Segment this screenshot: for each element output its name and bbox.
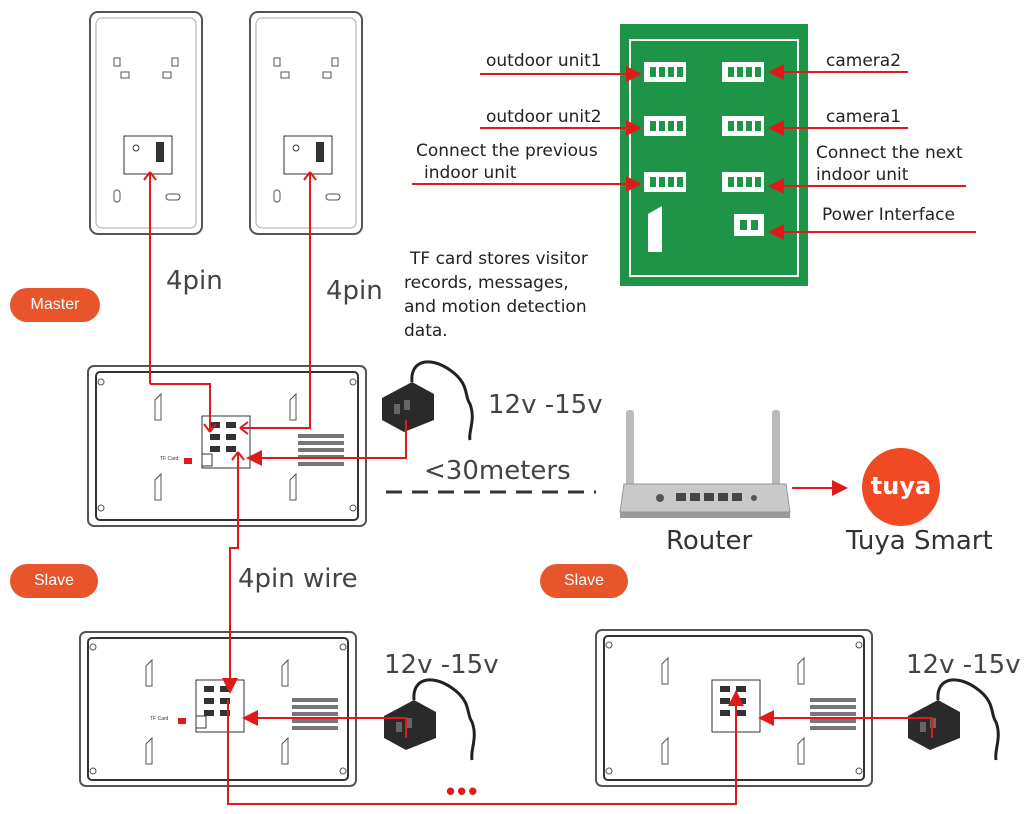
more-units-indicator: ••• (446, 776, 480, 806)
outdoor-unit-2 (249, 11, 363, 235)
power-adapter-slave-1 (384, 678, 476, 761)
tf-card-label-slave: TF Card (150, 716, 169, 722)
label-next-indoor-2: indoor unit (816, 165, 909, 185)
power-label-slave-2: 12v -15v (906, 650, 1021, 680)
label-camera-2: camera2 (826, 51, 902, 71)
power-adapter-slave-2 (908, 678, 1000, 761)
tf-note-line-3: and motion detection (404, 297, 587, 317)
interface-board (620, 24, 808, 286)
tf-note-line-2: records, messages, (404, 273, 569, 293)
power-label-master: 12v -15v (488, 390, 603, 420)
router-label: Router (666, 526, 753, 556)
tuya-label: Tuya Smart (846, 526, 993, 556)
wire-label-left: 4pin (166, 266, 223, 296)
power-adapter-master (382, 360, 474, 441)
label-camera-1: camera1 (826, 107, 902, 127)
tuya-logo: tuya (862, 448, 940, 526)
slave-badge-2: Slave (540, 564, 628, 598)
power-label-slave-1: 12v -15v (384, 650, 499, 680)
label-prev-indoor-1: Connect the previous (416, 141, 598, 161)
master-indoor-unit (87, 365, 367, 527)
label-outdoor-unit-2: outdoor unit2 (486, 107, 602, 127)
label-next-indoor-1: Connect the next (816, 143, 963, 163)
label-outdoor-unit-1: outdoor unit1 (486, 51, 602, 71)
slave-indoor-unit-1 (79, 631, 357, 787)
label-power-interface: Power Interface (822, 205, 955, 225)
slave-badge-1: Slave (10, 564, 98, 598)
outdoor-unit-1 (89, 11, 203, 235)
master-badge: Master (10, 288, 100, 322)
wire-label-right: 4pin (326, 276, 383, 306)
router (619, 410, 791, 518)
distance-label: <30meters (424, 456, 571, 486)
slave-indoor-unit-2 (595, 629, 873, 787)
wire-label-down: 4pin wire (238, 564, 358, 594)
label-prev-indoor-2: indoor unit (424, 163, 517, 183)
tf-note-line-4: data. (404, 321, 448, 341)
tf-note-line-1: TF card stores visitor (410, 249, 588, 269)
tf-card-label-master: TF Card (160, 456, 179, 462)
